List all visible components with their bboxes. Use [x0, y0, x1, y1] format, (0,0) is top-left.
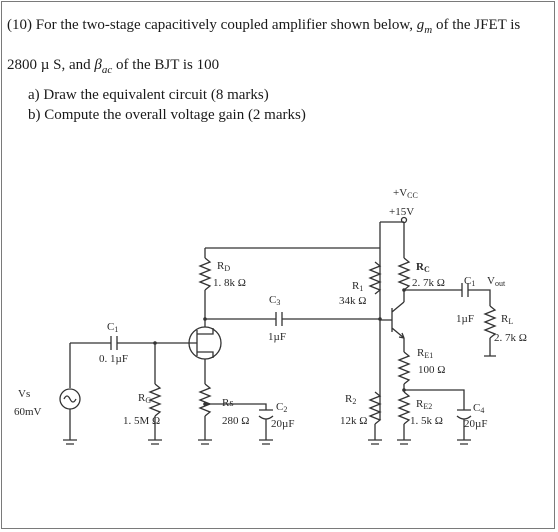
c2-value: 20µF	[271, 418, 294, 430]
c2-label: C2	[276, 401, 287, 414]
rd-value: 1. 8k Ω	[213, 277, 246, 289]
c3-value: 1µF	[268, 331, 286, 343]
vout-label: Vout	[487, 275, 506, 288]
question-line-1-suffix: of the JFET is	[435, 17, 521, 33]
rd-resistor	[198, 257, 212, 291]
rl-label: RL	[501, 313, 513, 326]
rs-resistor	[198, 383, 212, 417]
r2-label: R2	[345, 393, 356, 406]
question-line-1-prefix: (10) For the two-stage capacitively coup…	[7, 17, 413, 33]
rs-label: Rs	[222, 397, 234, 409]
question-line-1: (10) For the two-stage capacitively coup…	[7, 16, 520, 39]
c1-capacitor	[70, 336, 180, 350]
c4-capacitor	[404, 389, 472, 445]
vs-label: Vs	[18, 388, 30, 400]
question-line-2-suffix: of the BJT is 100	[116, 57, 220, 73]
rc-value: 2. 7k Ω	[412, 277, 445, 289]
c3-capacitor	[205, 312, 380, 326]
rc-label: RC	[416, 261, 430, 274]
part-a: a) Draw the equivalent circuit (8 marks)	[28, 87, 269, 103]
rg-resistor	[148, 383, 162, 417]
c1b-label: C1	[464, 275, 475, 288]
r1-resistor	[368, 261, 382, 295]
re1-label: RE1	[417, 347, 433, 360]
rl-resistor	[483, 305, 497, 339]
vcc-value: +15V	[389, 206, 414, 218]
supply-rail	[205, 222, 381, 420]
re2-resistor	[397, 391, 411, 425]
r2-resistor	[368, 391, 382, 425]
re2-label: RE2	[416, 398, 432, 411]
vs-value: 60mV	[14, 406, 42, 418]
re2-value: 1. 5k Ω	[410, 415, 443, 427]
c4-value: 20µF	[464, 418, 487, 430]
rg-label: RG	[138, 392, 151, 405]
gm-symbol: g	[416, 17, 425, 33]
bjt-symbol	[380, 301, 405, 339]
rd-label: RD	[217, 260, 230, 273]
rg-value: 1. 5M Ω	[123, 415, 160, 427]
r1-value: 34k Ω	[339, 295, 366, 307]
re1-resistor	[397, 351, 411, 385]
output-capacitor	[404, 283, 491, 306]
re1-value: 100 Ω	[418, 364, 445, 376]
part-b: b) Compute the overall voltage gain (2 m…	[28, 107, 306, 123]
beta-subscript: ac	[101, 64, 113, 76]
question-line-2: 2800 µ S, and βac of the BJT is 100	[7, 56, 219, 79]
c1-label: C1	[107, 321, 118, 334]
c1b-value: 1µF	[456, 313, 474, 325]
rl-value: 2. 7k Ω	[494, 332, 527, 344]
question-line-2-prefix: 2800 µ S, and	[7, 57, 91, 73]
gm-subscript: m	[424, 24, 433, 36]
vcc-label: +VCC	[393, 187, 418, 200]
r1-label: R1	[352, 280, 363, 293]
c4-label: C4	[473, 402, 484, 415]
c1-value: 0. 1µF	[99, 353, 128, 365]
rs-value: 280 Ω	[222, 415, 249, 427]
c2-capacitor	[205, 403, 274, 445]
c3-label: C3	[269, 294, 280, 307]
r2-value: 12k Ω	[340, 415, 367, 427]
rc-resistor	[397, 257, 411, 291]
beta-symbol: β	[94, 57, 102, 73]
